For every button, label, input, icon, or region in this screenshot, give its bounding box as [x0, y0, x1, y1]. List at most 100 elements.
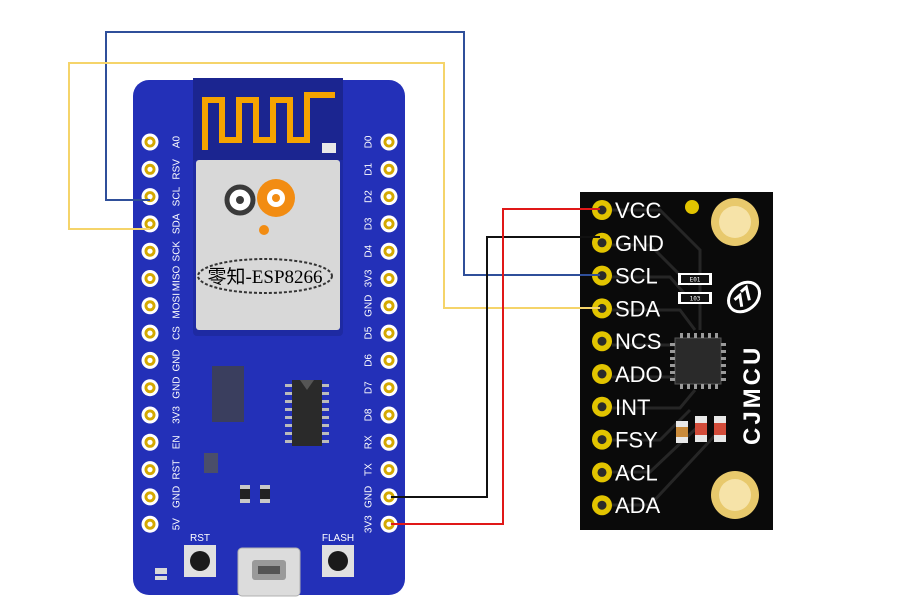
esp-pin-d0-1[interactable]: D0 — [364, 133, 398, 151]
wifi-module: 零知-ESP8266 — [193, 78, 343, 336]
esp-pin-label: GND — [172, 486, 183, 508]
sensor-pin-scl[interactable]: SCL — [592, 264, 658, 289]
sensor-pin-vcc[interactable]: VCC — [592, 198, 662, 223]
esp-pin-label: MOSI — [172, 293, 183, 319]
esp-pin-label: D0 — [364, 135, 375, 148]
sensor-pin-label: ACL — [615, 460, 658, 485]
esp-pin-label: GND — [172, 377, 183, 399]
esp-pin-d5-8[interactable]: D5 — [364, 324, 398, 342]
esp-pin-rx-12[interactable]: RX — [364, 433, 398, 451]
sensor-pin-gnd[interactable]: GND — [592, 231, 664, 256]
resistor-e01: E01 — [678, 273, 712, 285]
esp-pin-label: D4 — [364, 244, 375, 257]
sensor-pin-ado[interactable]: ADO — [592, 362, 663, 387]
esp-pin-gnd-14[interactable]: GND — [141, 486, 183, 508]
flash-button[interactable]: FLASH — [322, 533, 354, 577]
sensor-pin-ada[interactable]: ADA — [592, 493, 661, 518]
sensor-pin-label: SCL — [615, 264, 658, 289]
sensor-pin-ncs[interactable]: NCS — [592, 329, 661, 354]
esp-pin-d1-2[interactable]: D1 — [364, 160, 398, 178]
sensor-pin-header: VCC GND SCL SDA NCS ADO INT FSY ACL ADA — [592, 198, 664, 518]
esp-pin-en-12[interactable]: EN — [141, 433, 183, 451]
esp-pin-label: D1 — [364, 162, 375, 175]
lingzhi-logo-icon — [224, 179, 295, 235]
esp-pin-sck-5[interactable]: SCK — [141, 241, 183, 262]
esp-pin-gnd-10[interactable]: GND — [141, 377, 183, 399]
sensor-pin-label: NCS — [615, 329, 661, 354]
esp-pin-5v-15[interactable]: 5V — [141, 515, 183, 533]
wires — [68, 31, 600, 526]
sensor-pin-sda[interactable]: SDA — [592, 296, 661, 321]
module-label: 零知-ESP8266 — [207, 266, 322, 288]
esp-pin-d2-3[interactable]: D2 — [364, 188, 398, 206]
esp-pin-gnd-9[interactable]: GND — [141, 349, 183, 372]
esp-pin-a0-1[interactable]: A0 — [141, 133, 183, 151]
sensor-pin-label: SDA — [615, 296, 661, 321]
esp-pin-label: 3V3 — [364, 269, 375, 287]
esp-pin-label: D6 — [364, 354, 375, 367]
esp-pin-miso-6[interactable]: MISO — [141, 266, 183, 292]
sensor-pin-label: FSY — [615, 428, 658, 453]
esp-pin-d4-5[interactable]: D4 — [364, 242, 398, 260]
esp-pin-label: TX — [364, 463, 375, 476]
esp-pin-d8-11[interactable]: D8 — [364, 406, 398, 424]
esp-pin-cs-8[interactable]: CS — [141, 324, 183, 342]
esp-pin-label: 3V3 — [364, 515, 375, 533]
esp8266-board: 零知-ESP8266 RST — [133, 78, 405, 597]
esp-pin-label: GND — [364, 486, 375, 508]
esp-pin-d7-10[interactable]: D7 — [364, 379, 398, 397]
capacitor-pair — [240, 485, 270, 503]
esp-pin-label: D7 — [364, 381, 375, 394]
esp-pin-label: RSV — [172, 159, 183, 180]
sensor-pin-label: INT — [615, 395, 650, 420]
rst-button[interactable]: RST — [184, 533, 216, 577]
esp-pin-label: 5V — [172, 518, 183, 531]
wire-end-dot — [387, 522, 391, 526]
esp-pin-d6-9[interactable]: D6 — [364, 351, 398, 369]
smd-capacitors — [676, 416, 726, 443]
esp-pin-label: SCL — [172, 186, 183, 206]
wire-gnd — [389, 236, 600, 498]
esp-pin-label: SCK — [172, 241, 183, 262]
esp-pin-rsv-2[interactable]: RSV — [141, 159, 183, 180]
sensor-pin-int[interactable]: INT — [592, 395, 650, 420]
esp-pin-label: D5 — [364, 326, 375, 339]
esp-pin-mosi-7[interactable]: MOSI — [141, 293, 183, 319]
mpu-chip — [670, 333, 726, 389]
esp-pin-label: CS — [172, 326, 183, 340]
esp-pin-label: SDA — [172, 213, 183, 234]
esp-pin-label: MISO — [172, 266, 183, 292]
cjmcu-sensor-board: E01 103 CJMCU VCC GND SCL SDA NCS ADO INT FSY AC… — [580, 192, 773, 530]
esp-pin-label: GND — [364, 295, 375, 317]
esp-pin-label: EN — [172, 435, 183, 449]
mounting-hole-top — [711, 198, 759, 246]
esp-pin-label: RST — [172, 460, 183, 480]
svg-text:E01: E01 — [690, 277, 701, 284]
sensor-pin-label: VCC — [615, 198, 662, 223]
wire-end-dot — [387, 495, 391, 499]
esp-pin-3v3-6[interactable]: 3V3 — [364, 269, 398, 287]
sensor-pin-acl[interactable]: ACL — [592, 460, 658, 485]
mounting-hole-bottom — [711, 471, 759, 519]
wire-sda — [68, 62, 600, 309]
esp-pin-rst-13[interactable]: RST — [141, 460, 183, 480]
esp-pin-label: D2 — [364, 190, 375, 203]
usb-serial-chip — [285, 380, 329, 446]
micro-usb-port[interactable] — [237, 547, 301, 597]
esp-pin-d3-4[interactable]: D3 — [364, 215, 398, 233]
antenna-area — [193, 78, 343, 160]
sensor-pin-label: GND — [615, 231, 664, 256]
esp-pin-gnd-7[interactable]: GND — [364, 295, 398, 317]
svg-text:103: 103 — [690, 296, 701, 303]
sensor-brand: CJMCU — [739, 345, 766, 445]
rst-button-label: RST — [190, 533, 210, 544]
esp-pin-tx-13[interactable]: TX — [364, 461, 398, 479]
esp-pin-label: D8 — [364, 408, 375, 421]
flash-button-label: FLASH — [322, 533, 354, 544]
sensor-pin-fsy[interactable]: FSY — [592, 428, 658, 453]
wire-vcc — [389, 208, 600, 525]
esp-pin-label: A0 — [172, 135, 183, 148]
esp-pin-3v3-11[interactable]: 3V3 — [141, 406, 183, 424]
